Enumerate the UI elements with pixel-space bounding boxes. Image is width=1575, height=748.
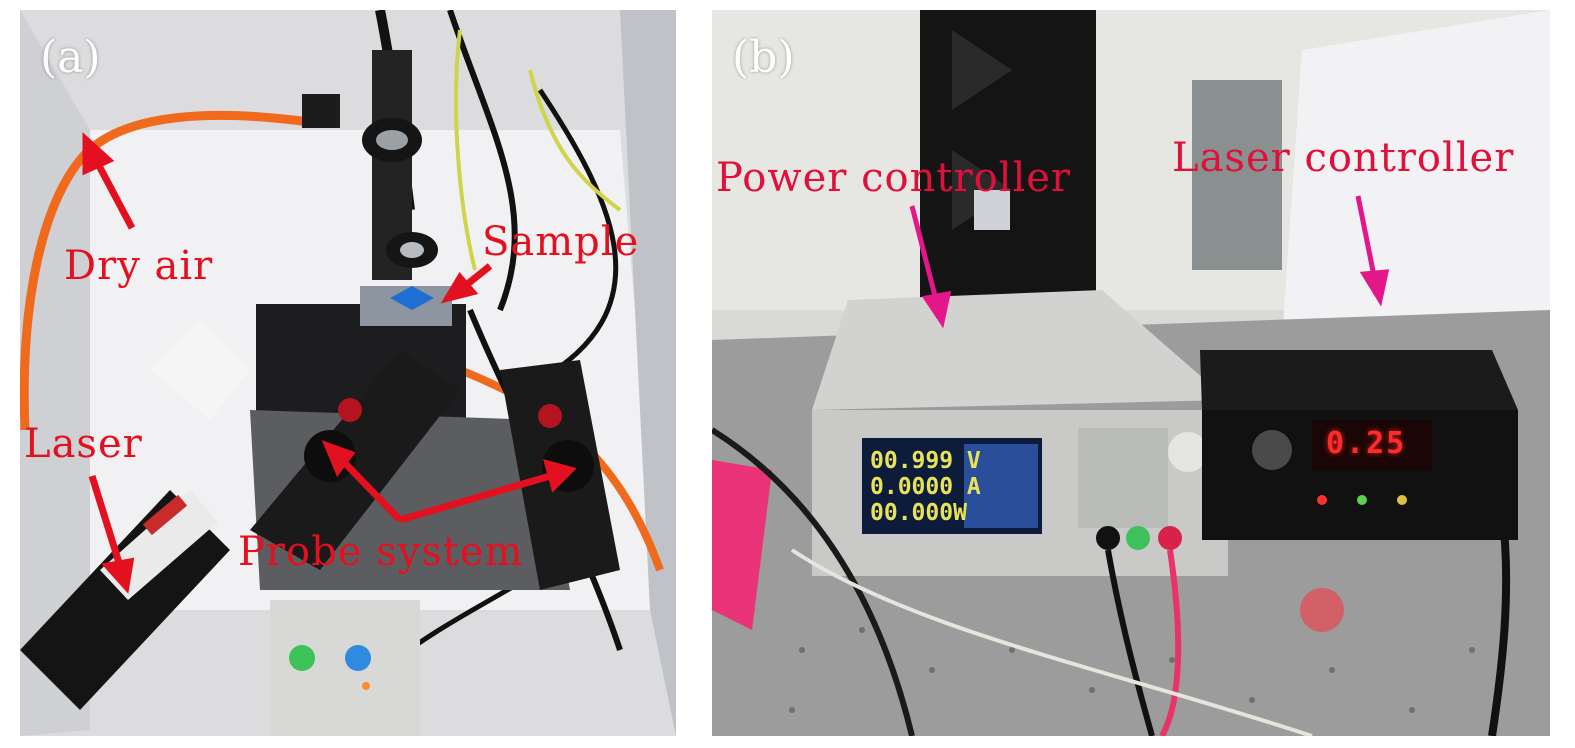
label-sample: Sample — [482, 219, 640, 265]
annotation-arrows-b — [909, 195, 1390, 329]
annotation-arrows-a — [82, 132, 577, 594]
panel-a-letter: (a) — [40, 32, 101, 83]
label-laser-controller: Laser controller — [1172, 135, 1515, 181]
label-laser: Laser — [24, 421, 143, 467]
label-dry-air: Dry air — [64, 243, 214, 289]
tube-fitting — [302, 94, 340, 128]
current-readout: 0.0000 A — [870, 474, 981, 500]
panel-a-scene — [20, 10, 676, 736]
desktop-tower — [920, 10, 1096, 300]
voltage-readout: 00.999 V — [870, 448, 981, 474]
panel-b-photo: (b) Power controller Laser controller 00… — [712, 10, 1550, 736]
sample-chip — [390, 286, 434, 310]
control-box — [270, 600, 420, 736]
panel-b-letter: (b) — [732, 32, 795, 83]
panel-a-photo: (a) Dry air Sample Laser Probe system — [20, 10, 676, 736]
power-readout: 00.000W — [870, 500, 967, 526]
panel-b-scene — [712, 10, 1550, 736]
label-probe-system: Probe system — [238, 529, 524, 575]
laser-controller-display: 0.25 — [1326, 426, 1407, 461]
dry-air-tube — [20, 110, 311, 431]
label-power-controller: Power controller — [716, 155, 1072, 201]
